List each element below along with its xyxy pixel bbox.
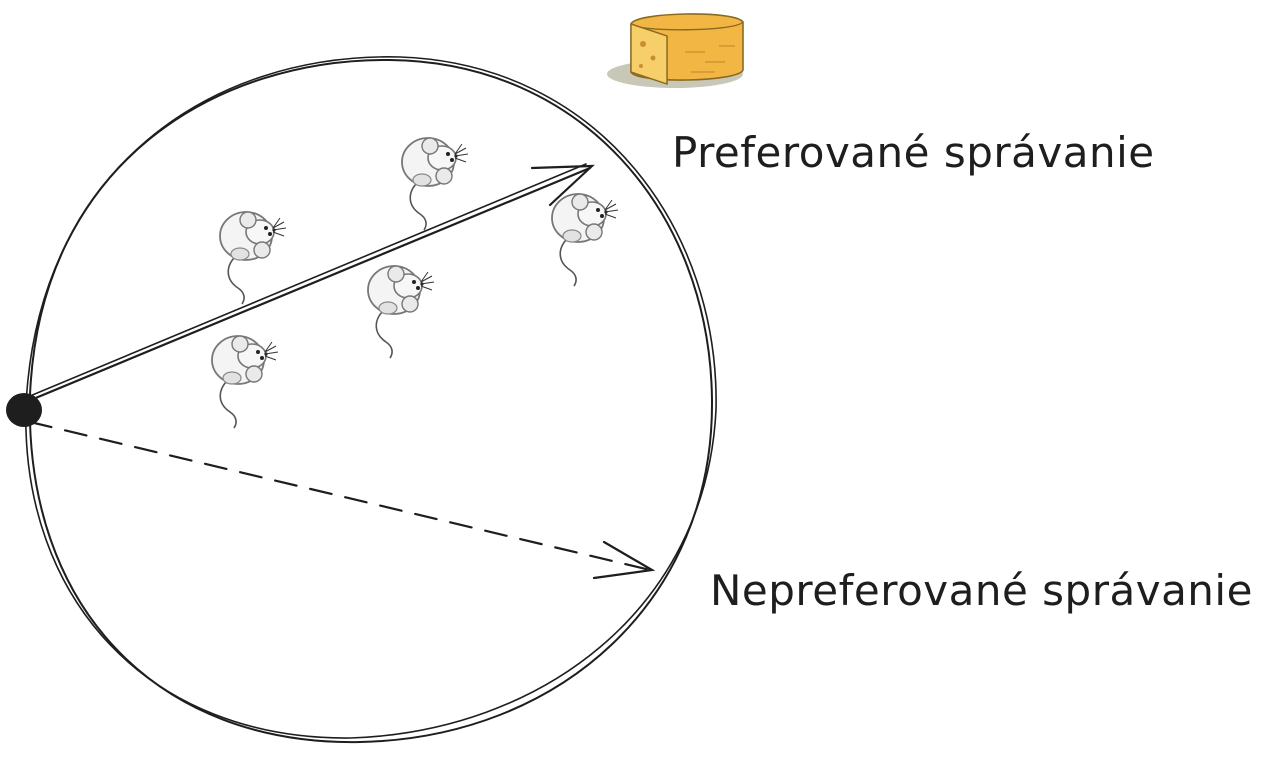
outer-circle bbox=[25, 56, 717, 744]
nonpreferred-behavior-label: Nepreferované správanie bbox=[710, 566, 1253, 615]
cheese-icon bbox=[607, 13, 744, 88]
mouse-icon bbox=[219, 211, 287, 305]
mouse-icon bbox=[367, 265, 435, 359]
preferred-arrow bbox=[24, 163, 595, 404]
mouse-icon bbox=[401, 137, 469, 231]
nonpreferred-arrow bbox=[28, 420, 656, 580]
origin-dot bbox=[6, 393, 42, 427]
preferred-behavior-label: Preferované správanie bbox=[672, 128, 1155, 177]
mouse-icon bbox=[551, 193, 619, 287]
mouse-icon bbox=[211, 335, 279, 429]
